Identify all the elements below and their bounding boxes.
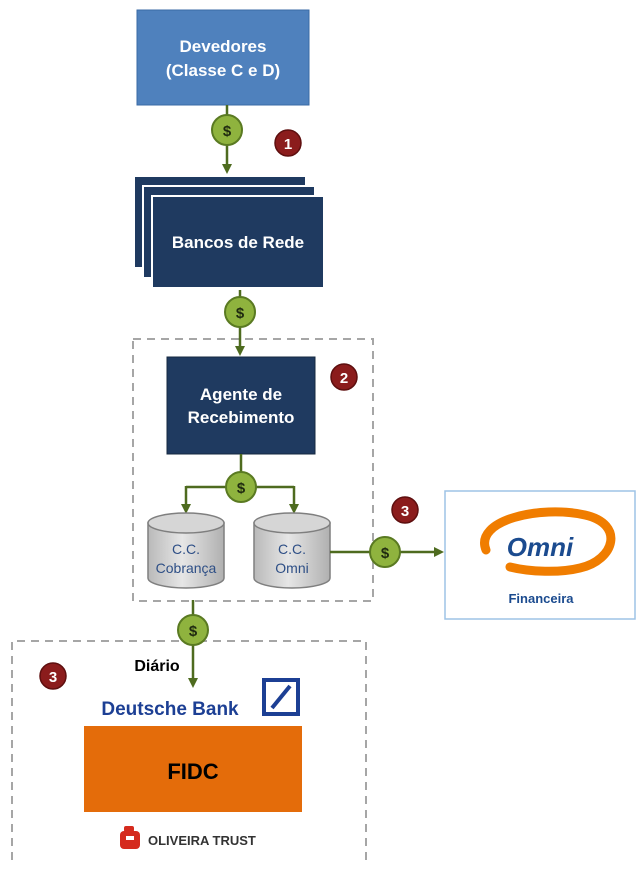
omni-subtitle: Financeira — [508, 591, 574, 606]
svg-text:$: $ — [381, 545, 390, 562]
step-badge-3-fidc: 3 — [39, 662, 67, 690]
step-badge-1: 1 — [274, 129, 302, 157]
money-coin-4: $ — [369, 536, 401, 568]
fidc-label: FIDC — [167, 759, 218, 784]
agente-label-line2: Recebimento — [188, 408, 295, 427]
deutsche-bank-logo: Deutsche Bank — [101, 678, 300, 720]
cc-omni-line2: Omni — [275, 560, 308, 576]
money-coin-2: $ — [224, 296, 256, 328]
svg-text:$: $ — [189, 623, 198, 640]
cc-cobranca-line2: Cobrança — [156, 560, 217, 576]
agente-recebimento-box: Agente de Recebimento — [166, 356, 316, 455]
devedores-label-line2: (Classe C e D) — [166, 61, 280, 80]
oliveira-trust-name: OLIVEIRA TRUST — [148, 833, 256, 848]
fidc-box: FIDC — [84, 726, 302, 812]
cc-omni-cylinder: C.C. Omni — [253, 512, 331, 589]
svg-text:$: $ — [237, 480, 246, 497]
omni-logo-text: Omni — [507, 532, 574, 562]
cc-cobranca-line1: C.C. — [172, 541, 200, 557]
cc-cobranca-cylinder: C.C. Cobrança — [147, 512, 225, 589]
oliveira-trust-mark-icon — [120, 826, 140, 849]
svg-text:3: 3 — [49, 669, 57, 686]
bancos-de-rede-stack: Bancos de Rede — [133, 175, 325, 289]
frequency-label: Diário — [134, 658, 180, 675]
oliveira-trust-logo: OLIVEIRA TRUST — [120, 826, 256, 849]
cc-omni-line1: C.C. — [278, 541, 306, 557]
svg-text:$: $ — [223, 123, 232, 140]
svg-text:3: 3 — [401, 503, 409, 520]
agent-dashed-container — [132, 338, 374, 602]
money-coin-5: $ — [177, 614, 209, 646]
svg-text:$: $ — [236, 305, 245, 322]
deutsche-bank-name: Deutsche Bank — [101, 699, 239, 720]
omni-logo: Omni — [480, 507, 616, 576]
svg-text:1: 1 — [284, 136, 292, 153]
money-coin-1: $ — [211, 114, 243, 146]
svg-text:2: 2 — [340, 370, 348, 387]
bancos-label: Bancos de Rede — [172, 233, 304, 252]
agente-label-line1: Agente de — [200, 385, 282, 404]
omni-financeira-box: Omni Financeira — [444, 490, 636, 620]
money-coin-3: $ — [225, 471, 257, 503]
devedores-label-line1: Devedores — [180, 37, 267, 56]
devedores-box: Devedores (Classe C e D) — [136, 9, 310, 106]
step-badge-3-omni: 3 — [391, 496, 419, 524]
step-badge-2: 2 — [330, 363, 358, 391]
